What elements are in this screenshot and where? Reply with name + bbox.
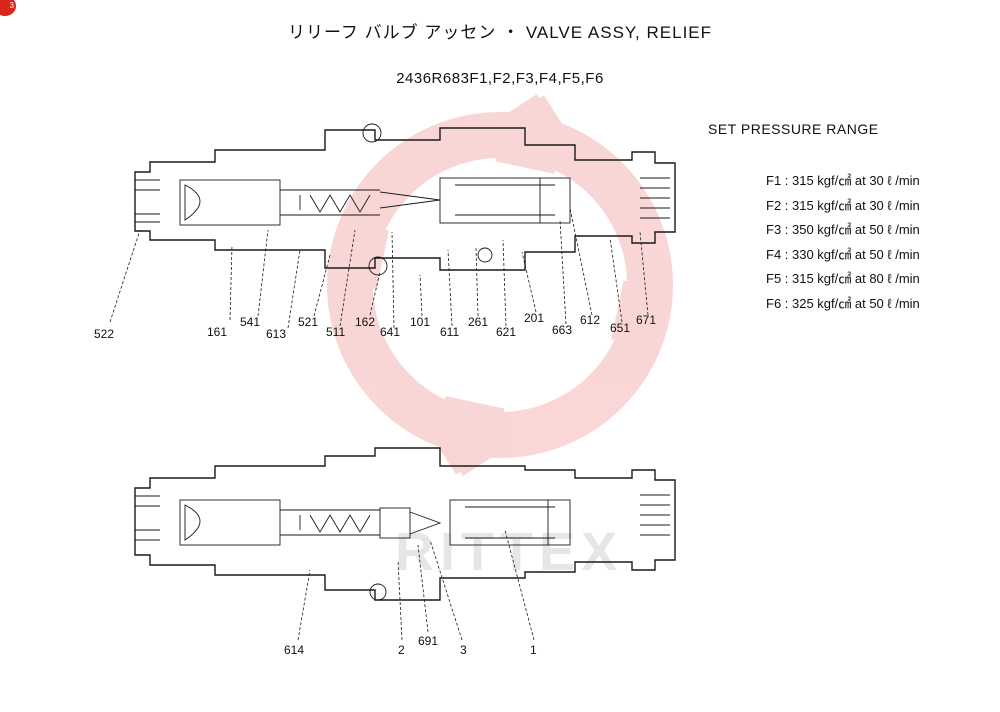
callout-201: 201: [524, 311, 544, 325]
page-title: リリーフ バルブ アッセン ・ VALVE ASSY, RELIEF: [287, 23, 713, 42]
callout-611: 611: [440, 325, 459, 339]
callout-261: 261: [468, 315, 488, 329]
pressure-item-f2: F2 : 315 kgf/㎠ at 30 ℓ /min: [766, 197, 920, 213]
pressure-item-f4: F4 : 330 kgf/㎠ at 50 ℓ /min: [766, 246, 920, 262]
pressure-item-f1: F1 : 315 kgf/㎠ at 30 ℓ /min: [766, 173, 920, 188]
callout-621: 621: [496, 325, 516, 339]
callout-613: 613: [266, 327, 286, 341]
page-badge: 3: [0, 0, 16, 16]
watermark-text: RITTEX: [395, 522, 623, 582]
callout-1: 1: [530, 643, 537, 657]
callout-522: 522: [94, 327, 114, 341]
bottom-valve-section: [134, 447, 676, 601]
callout-162: 162: [355, 315, 375, 329]
callout-663: 663: [552, 323, 572, 337]
pressure-item-f3: F3 : 350 kgf/㎠ at 50 ℓ /min: [766, 222, 920, 237]
watermark-gear: [327, 94, 673, 476]
set-pressure-title: SET PRESSURE RANGE: [708, 121, 879, 137]
pressure-item-f6: F6 : 325 kgf/㎠ at 50 ℓ /min: [766, 295, 920, 311]
bottom-leaders: [297, 529, 535, 641]
bottom-callout-labels: 614 2 691 3 1: [284, 634, 537, 657]
callout-161: 161: [207, 325, 227, 339]
callout-2: 2: [398, 643, 405, 657]
top-callout-labels: 522 161 541 613 521 511 162 641 101 611 …: [94, 311, 656, 341]
callout-671: 671: [636, 313, 656, 327]
callout-511: 511: [326, 325, 345, 339]
callout-3: 3: [460, 643, 467, 657]
pressure-item-f5: F5 : 315 kgf/㎠ at 80 ℓ /min: [766, 271, 920, 286]
top-leaders: [109, 207, 649, 329]
callout-612: 612: [580, 313, 600, 327]
top-valve-section: [134, 123, 676, 276]
callout-101: 101: [410, 315, 430, 329]
callout-641: 641: [380, 325, 400, 339]
callout-651: 651: [610, 321, 630, 335]
callout-521: 521: [298, 315, 318, 329]
set-pressure-list: F1 : 315 kgf/㎠ at 30 ℓ /min F2 : 315 kgf…: [766, 170, 920, 317]
callout-691: 691: [418, 634, 438, 648]
callout-541: 541: [240, 315, 260, 329]
callout-614: 614: [284, 643, 304, 657]
part-number: 2436R683F1,F2,F3,F4,F5,F6: [396, 70, 604, 87]
